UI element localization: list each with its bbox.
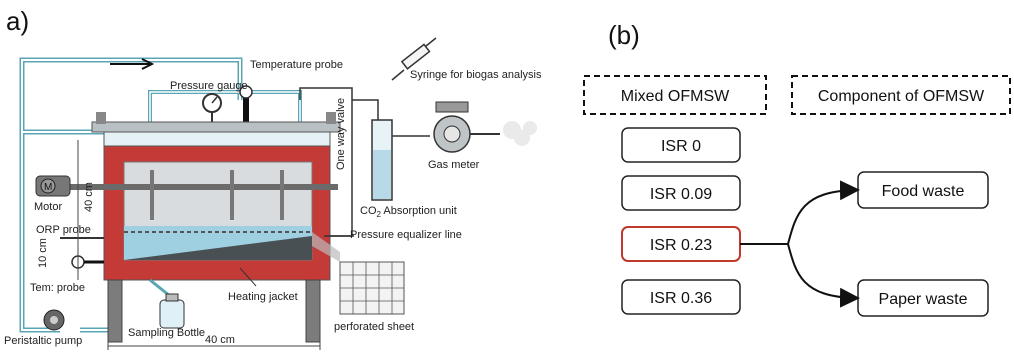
isr-box-3 [621, 279, 741, 315]
temperature-probe-icon [239, 85, 253, 136]
label-perforated-sheet: perforated sheet [334, 321, 414, 333]
connector-to-food [740, 180, 860, 245]
reactor-legs [107, 279, 321, 343]
isr-flow-diagram: (b) Mixed OFMSW Component of OFMSW ISR 0… [583, 20, 1011, 317]
isr-label-3: ISR 0.36 [650, 290, 712, 307]
header-right-box [791, 75, 1011, 115]
tem-probe-icon [71, 255, 104, 269]
header-left-box [583, 75, 767, 115]
label-dim-40cm-vertical: 40 cm [83, 182, 95, 212]
label-heating-jacket: Heating jacket [228, 291, 298, 303]
label-one-way-valve: One way valve [335, 98, 347, 170]
label-syringe: Syringe for biogas analysis [410, 69, 542, 81]
gas-manifold [148, 90, 302, 122]
motor-symbol: M [44, 182, 52, 193]
label-peristaltic-pump: Peristaltic pump [4, 335, 82, 347]
connector-to-paper [787, 243, 860, 308]
mixing-shaft [70, 170, 338, 220]
motor-icon: M [35, 175, 71, 197]
label-tem-probe: Tem: probe [30, 282, 85, 294]
dimension-horizontal [107, 342, 321, 350]
perforated-sheet-icon [312, 232, 405, 315]
label-co2-absorption-unit: CO2 Absorption unit [360, 205, 457, 219]
syringe-icon [391, 37, 437, 81]
isr-label-2: ISR 0.23 [650, 237, 712, 254]
gas-meter-icon [433, 101, 537, 153]
reactor-schematic: a) Temperature probe Pressure gauge [4, 6, 542, 350]
header-component-ofmsw: Component of OFMSW [818, 88, 985, 105]
label-sampling-bottle: Sampling Bottle [128, 327, 205, 339]
peristaltic-pump-icon [43, 309, 65, 331]
co2-absorption-unit-icon [371, 119, 430, 201]
label-pressure-gauge: Pressure gauge [170, 80, 248, 92]
component-label-paper: Paper waste [879, 291, 968, 308]
label-dim-10cm: 10 cm [37, 238, 49, 268]
heating-jacket [103, 145, 331, 281]
label-gas-meter: Gas meter [428, 159, 480, 171]
label-orp-probe: ORP probe [36, 224, 91, 236]
isr-box-1 [621, 175, 741, 211]
reactor-lid [91, 112, 341, 133]
pressure-gauge-icon [202, 93, 222, 122]
isr-label-1: ISR 0.09 [650, 186, 712, 203]
label-motor: Motor [34, 201, 62, 213]
label-temperature-probe: Temperature probe [250, 59, 343, 71]
sampling-bottle-icon [149, 278, 185, 329]
label-dim-40cm-bottom: 40 cm [205, 334, 235, 346]
label-pressure-equalizer: Pressure equalizer line [350, 229, 462, 241]
panel-a-letter: a) [6, 6, 29, 36]
reactor-headspace [103, 131, 331, 147]
component-label-food: Food waste [882, 183, 965, 200]
isr-box-0 [621, 127, 741, 163]
flow-arrow-icon [110, 58, 155, 70]
header-mixed-ofmsw: Mixed OFMSW [621, 88, 730, 105]
panel-b-letter: (b) [608, 20, 640, 50]
isr-label-0: ISR 0 [661, 138, 701, 155]
